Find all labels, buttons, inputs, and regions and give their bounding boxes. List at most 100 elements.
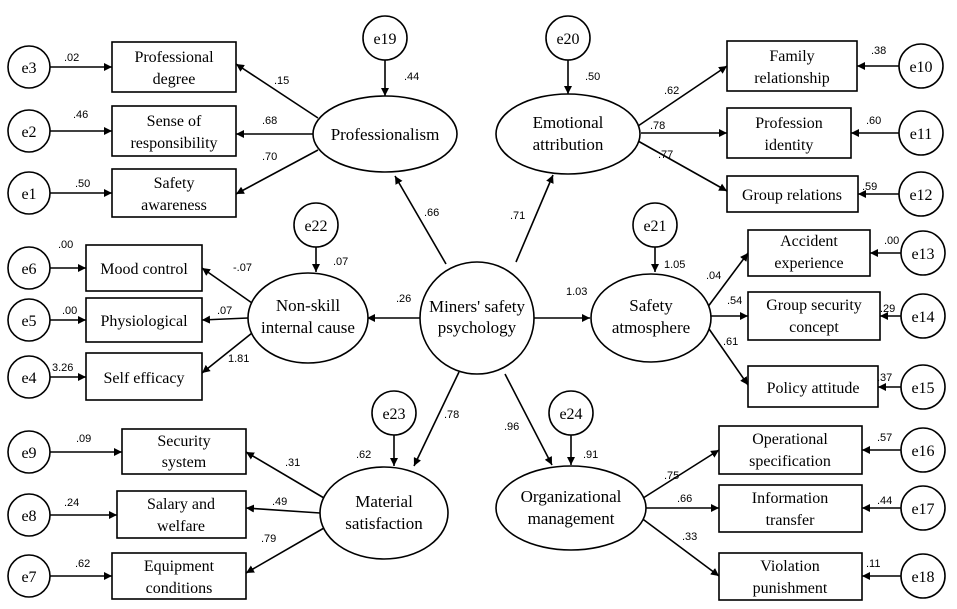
loading-policy-att [706,325,749,386]
disturbance-values: .44 .50 1.05 .07 .62 .91 [333,71,685,461]
box-physiological [85,297,203,343]
info-transfer-line2: transfer [766,512,816,529]
coef-center-safety-atm: 1.03 [566,286,587,298]
loading-accident-exp [706,252,749,309]
salary-line2: welfare [157,518,205,535]
loading-group-rel-value: .77 [658,149,673,161]
prof-identity-line1: Profession [755,115,823,132]
box-professional-degree [111,41,237,93]
coef-center-organizational: .96 [504,421,519,433]
circle-e23 [371,390,417,436]
disturbance-e19: e19 [362,15,408,61]
violation-line1: Violation [760,558,819,575]
nonskill-label-line1: Non-skill [276,296,341,315]
e9-label: e9 [21,445,36,462]
accident-exp-line1: Accident [780,233,838,250]
info-transfer-line1: Information [752,490,828,507]
prof-degree-line1: Professional [134,49,214,66]
loading-security-sys [245,451,325,499]
e10-label: e10 [909,59,932,76]
indicator-accident-experience: Accident experience [747,229,871,277]
loading-security-sys-value: .31 [285,457,300,469]
e8-label: e8 [21,508,36,525]
box-policy-attitude [747,365,879,408]
e15-label: e15 [911,380,934,397]
loading-group-sec-value: .54 [727,295,742,307]
circle-e7 [7,554,51,598]
family-rel-line2: relationship [754,70,830,87]
loading-group-rel [637,140,728,192]
sense-resp-line1: Sense of [147,113,202,130]
latent-nonskill-internal-cause: Non-skill internal cause [247,272,369,364]
indicator-security-system: Security system [121,428,247,475]
error-circles-left: e3 e2 e1 e6 e5 e4 e9 e8 e7 [7,45,51,598]
indicator-group-relations: Group relations [726,175,859,213]
e7-value: .62 [75,558,90,570]
violation-line2: punishment [753,580,828,597]
organizational-label-line2: management [528,509,615,528]
loading-sense-resp-value: .68 [262,115,277,127]
center-construct: Miners' safety psychology [419,261,535,375]
e17-value: .44 [877,495,892,507]
e2-value: .46 [73,109,88,121]
security-sys-line2: system [162,454,207,471]
e4-value: 3.26 [52,362,73,374]
self-eff-line1: Self efficacy [104,370,185,387]
box-safety-awareness [111,168,237,218]
circle-e2 [7,109,51,153]
indicator-sense-of-responsibility: Sense of responsibility [111,105,237,157]
loading-prof-degree-value: .15 [274,75,289,87]
circle-e13 [900,230,946,276]
e12-label: e12 [909,187,932,204]
op-spec-line2: specification [749,453,831,470]
indicator-equipment-conditions: Equipment conditions [111,552,247,600]
circle-e8 [7,493,51,537]
loading-self-eff [201,332,253,374]
indicator-mood-control: Mood control [85,244,203,292]
error-circles-right: e10 e11 e12 e13 e14 e15 e16 e17 e18 [898,43,946,599]
policy-att-line1: Policy attitude [767,380,860,397]
e3-value: .02 [64,52,79,64]
loading-family-rel-value: .62 [664,85,679,97]
op-spec-line1: Operational [752,431,828,448]
e7-label: e7 [21,569,36,586]
material-label-line1: Material [355,492,413,511]
circle-e5 [7,298,51,342]
circle-e12 [898,171,944,217]
e22-label: e22 [304,218,327,235]
e15-value: .37 [877,372,892,384]
disturbance-e22: e22 [293,202,339,248]
loading-accident-exp-value: .04 [706,270,721,282]
loading-mood-ctrl-value: -.07 [233,262,252,274]
latent-professionalism: Professionalism [312,95,458,173]
e6-label: e6 [21,261,36,278]
safety-aware-line2: awareness [141,197,207,214]
circle-e10 [898,43,944,89]
loading-violation [639,516,720,577]
coef-center-emotional: .71 [510,210,525,222]
loading-salary [245,504,321,514]
coef-center-professionalism: .66 [424,207,439,219]
prof-identity-line2: identity [765,137,814,154]
circle-e22 [293,202,339,248]
coef-center-material: .78 [444,409,459,421]
security-sys-line1: Security [157,433,210,450]
circle-e11 [898,110,944,156]
circle-e21 [632,202,678,248]
e24-value: .91 [583,449,598,461]
salary-line1: Salary and [147,496,215,513]
loading-info-transfer-value: .66 [677,493,692,505]
circle-e18 [900,553,946,599]
path-center-emotional [515,174,554,263]
professionalism-label: Professionalism [331,125,440,144]
box-violation-punishment [718,552,863,601]
box-equipment-conditions [111,552,247,600]
indicator-salary-welfare: Salary and welfare [116,490,247,539]
e23-label: e23 [382,406,405,423]
circle-e19 [362,15,408,61]
organizational-label-line1: Organizational [521,487,622,506]
e16-label: e16 [911,443,934,460]
indicator-operational-specification: Operational specification [718,425,863,475]
